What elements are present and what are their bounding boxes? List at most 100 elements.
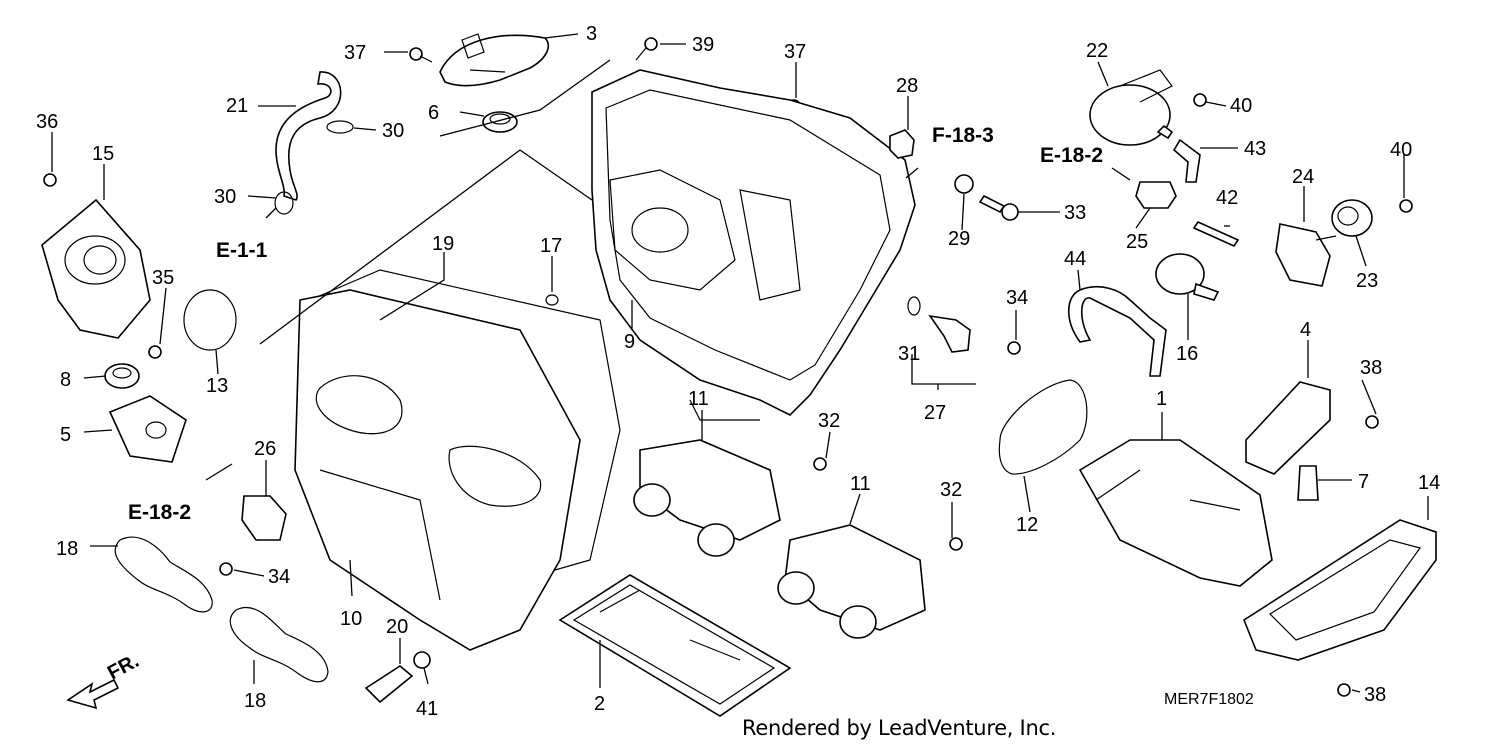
part-30-clip-lower xyxy=(274,191,294,215)
callout-8: 8 xyxy=(60,369,71,391)
bolt-32-lower xyxy=(949,537,963,551)
callout-36: 36 xyxy=(36,111,58,133)
part-18-gasket-a xyxy=(114,536,213,613)
callout-32-a: 32 xyxy=(818,410,840,432)
drawing-code: MER7F1802 xyxy=(1164,691,1254,708)
part-31-oring xyxy=(907,296,921,316)
callout-12: 12 xyxy=(1016,514,1038,536)
callout-40-a: 40 xyxy=(1230,95,1252,117)
bolt-39 xyxy=(635,37,658,61)
bolt-37-top xyxy=(409,47,433,63)
direction-label: FR. xyxy=(104,650,143,685)
callout-21: 21 xyxy=(226,95,248,117)
bolt-40-top xyxy=(1193,93,1207,107)
callout-10: 10 xyxy=(340,608,362,630)
callout-30-a: 30 xyxy=(382,120,404,142)
part-44-hose xyxy=(1068,285,1167,377)
callout-18-b: 18 xyxy=(244,690,266,712)
callout-14: 14 xyxy=(1418,472,1440,494)
callout-31: 31 xyxy=(898,343,920,365)
part-2-element xyxy=(558,574,792,717)
part-12-seal xyxy=(998,379,1088,475)
callout-4: 4 xyxy=(1300,319,1311,341)
callout-7: 7 xyxy=(1358,471,1369,493)
part-5-cover xyxy=(108,395,187,463)
direction-arrow xyxy=(66,678,120,710)
part-29 xyxy=(954,174,974,194)
callout-34-a: 34 xyxy=(1006,287,1028,309)
callout-39: 39 xyxy=(692,34,714,56)
part-11-tube-upper xyxy=(633,439,781,557)
callout-40-b: 40 xyxy=(1390,139,1412,161)
callout-22: 22 xyxy=(1086,40,1108,62)
bolt-38-upper xyxy=(1365,415,1379,429)
part-42-tube xyxy=(1192,220,1240,248)
callout-37-a: 37 xyxy=(344,42,366,64)
part-24-solenoid xyxy=(1275,223,1337,287)
part-9-housing xyxy=(591,69,916,421)
callout-13: 13 xyxy=(206,375,228,397)
callout-11-a: 11 xyxy=(688,388,709,410)
part-33-bolt xyxy=(978,194,1019,221)
callout-43: 43 xyxy=(1244,138,1266,160)
callout-15: 15 xyxy=(92,143,114,165)
leader-lines xyxy=(51,33,1429,693)
callout-24: 24 xyxy=(1292,166,1314,188)
callout-9: 9 xyxy=(624,331,635,353)
reference-f-18-3[interactable]: F-18-3 xyxy=(932,124,994,147)
part-6-grommet xyxy=(482,111,518,133)
callout-5: 5 xyxy=(60,424,71,446)
callout-16: 16 xyxy=(1176,343,1198,365)
part-26-sensor xyxy=(241,495,287,541)
part-27-sensor xyxy=(928,314,971,353)
part-13-oring xyxy=(183,289,237,351)
reference-e-1-1[interactable]: E-1-1 xyxy=(216,239,268,262)
reference-e-18-2-left[interactable]: E-18-2 xyxy=(128,501,191,524)
part-30-clip-top xyxy=(326,120,354,134)
reference-e-18-2-top[interactable]: E-18-2 xyxy=(1040,144,1103,167)
callout-26: 26 xyxy=(254,438,276,460)
part-4-cover xyxy=(1245,381,1331,475)
part-17-washer xyxy=(545,294,559,306)
callout-33: 33 xyxy=(1064,202,1086,224)
callout-11-b: 11 xyxy=(850,473,871,495)
callout-25: 25 xyxy=(1126,231,1148,253)
callout-6: 6 xyxy=(428,102,439,124)
callout-38-a: 38 xyxy=(1360,357,1382,379)
callout-23: 23 xyxy=(1356,270,1378,292)
callout-29: 29 xyxy=(948,228,970,250)
callout-18-a: 18 xyxy=(56,538,78,560)
part-8-grommet xyxy=(104,363,140,389)
part-20-plug xyxy=(364,665,414,704)
callout-37-b: 37 xyxy=(784,41,806,63)
part-23-grommet xyxy=(1331,199,1373,237)
bolt-35 xyxy=(148,345,162,359)
bolt-40-right xyxy=(1399,199,1413,213)
part-3-cover xyxy=(439,33,549,87)
part-28 xyxy=(889,129,915,159)
part-25-valve xyxy=(1135,181,1177,209)
part-41-clip xyxy=(413,651,431,669)
part-11-tube-lower xyxy=(777,524,926,639)
callout-2: 2 xyxy=(594,693,605,715)
callout-42: 42 xyxy=(1216,187,1238,209)
bolt-32-upper xyxy=(813,457,827,471)
callout-30-b: 30 xyxy=(214,186,236,208)
callout-44: 44 xyxy=(1064,248,1086,270)
callout-17: 17 xyxy=(540,235,562,257)
bolt-34-left xyxy=(219,562,233,576)
callout-41: 41 xyxy=(416,698,438,720)
callout-27: 27 xyxy=(924,402,946,424)
callout-labels: 37 3 39 37 21 30 6 28 22 40 36 15 30 43 … xyxy=(36,23,1440,720)
part-1-filter xyxy=(1078,439,1273,587)
callout-32-b: 32 xyxy=(940,479,962,501)
callout-38-b: 38 xyxy=(1364,684,1386,706)
part-14-case xyxy=(1243,519,1437,661)
part-18-gasket-b xyxy=(229,607,329,683)
callout-28: 28 xyxy=(896,75,918,97)
part-15-duct xyxy=(41,198,151,339)
callout-20: 20 xyxy=(386,616,408,638)
callout-19: 19 xyxy=(432,233,454,255)
